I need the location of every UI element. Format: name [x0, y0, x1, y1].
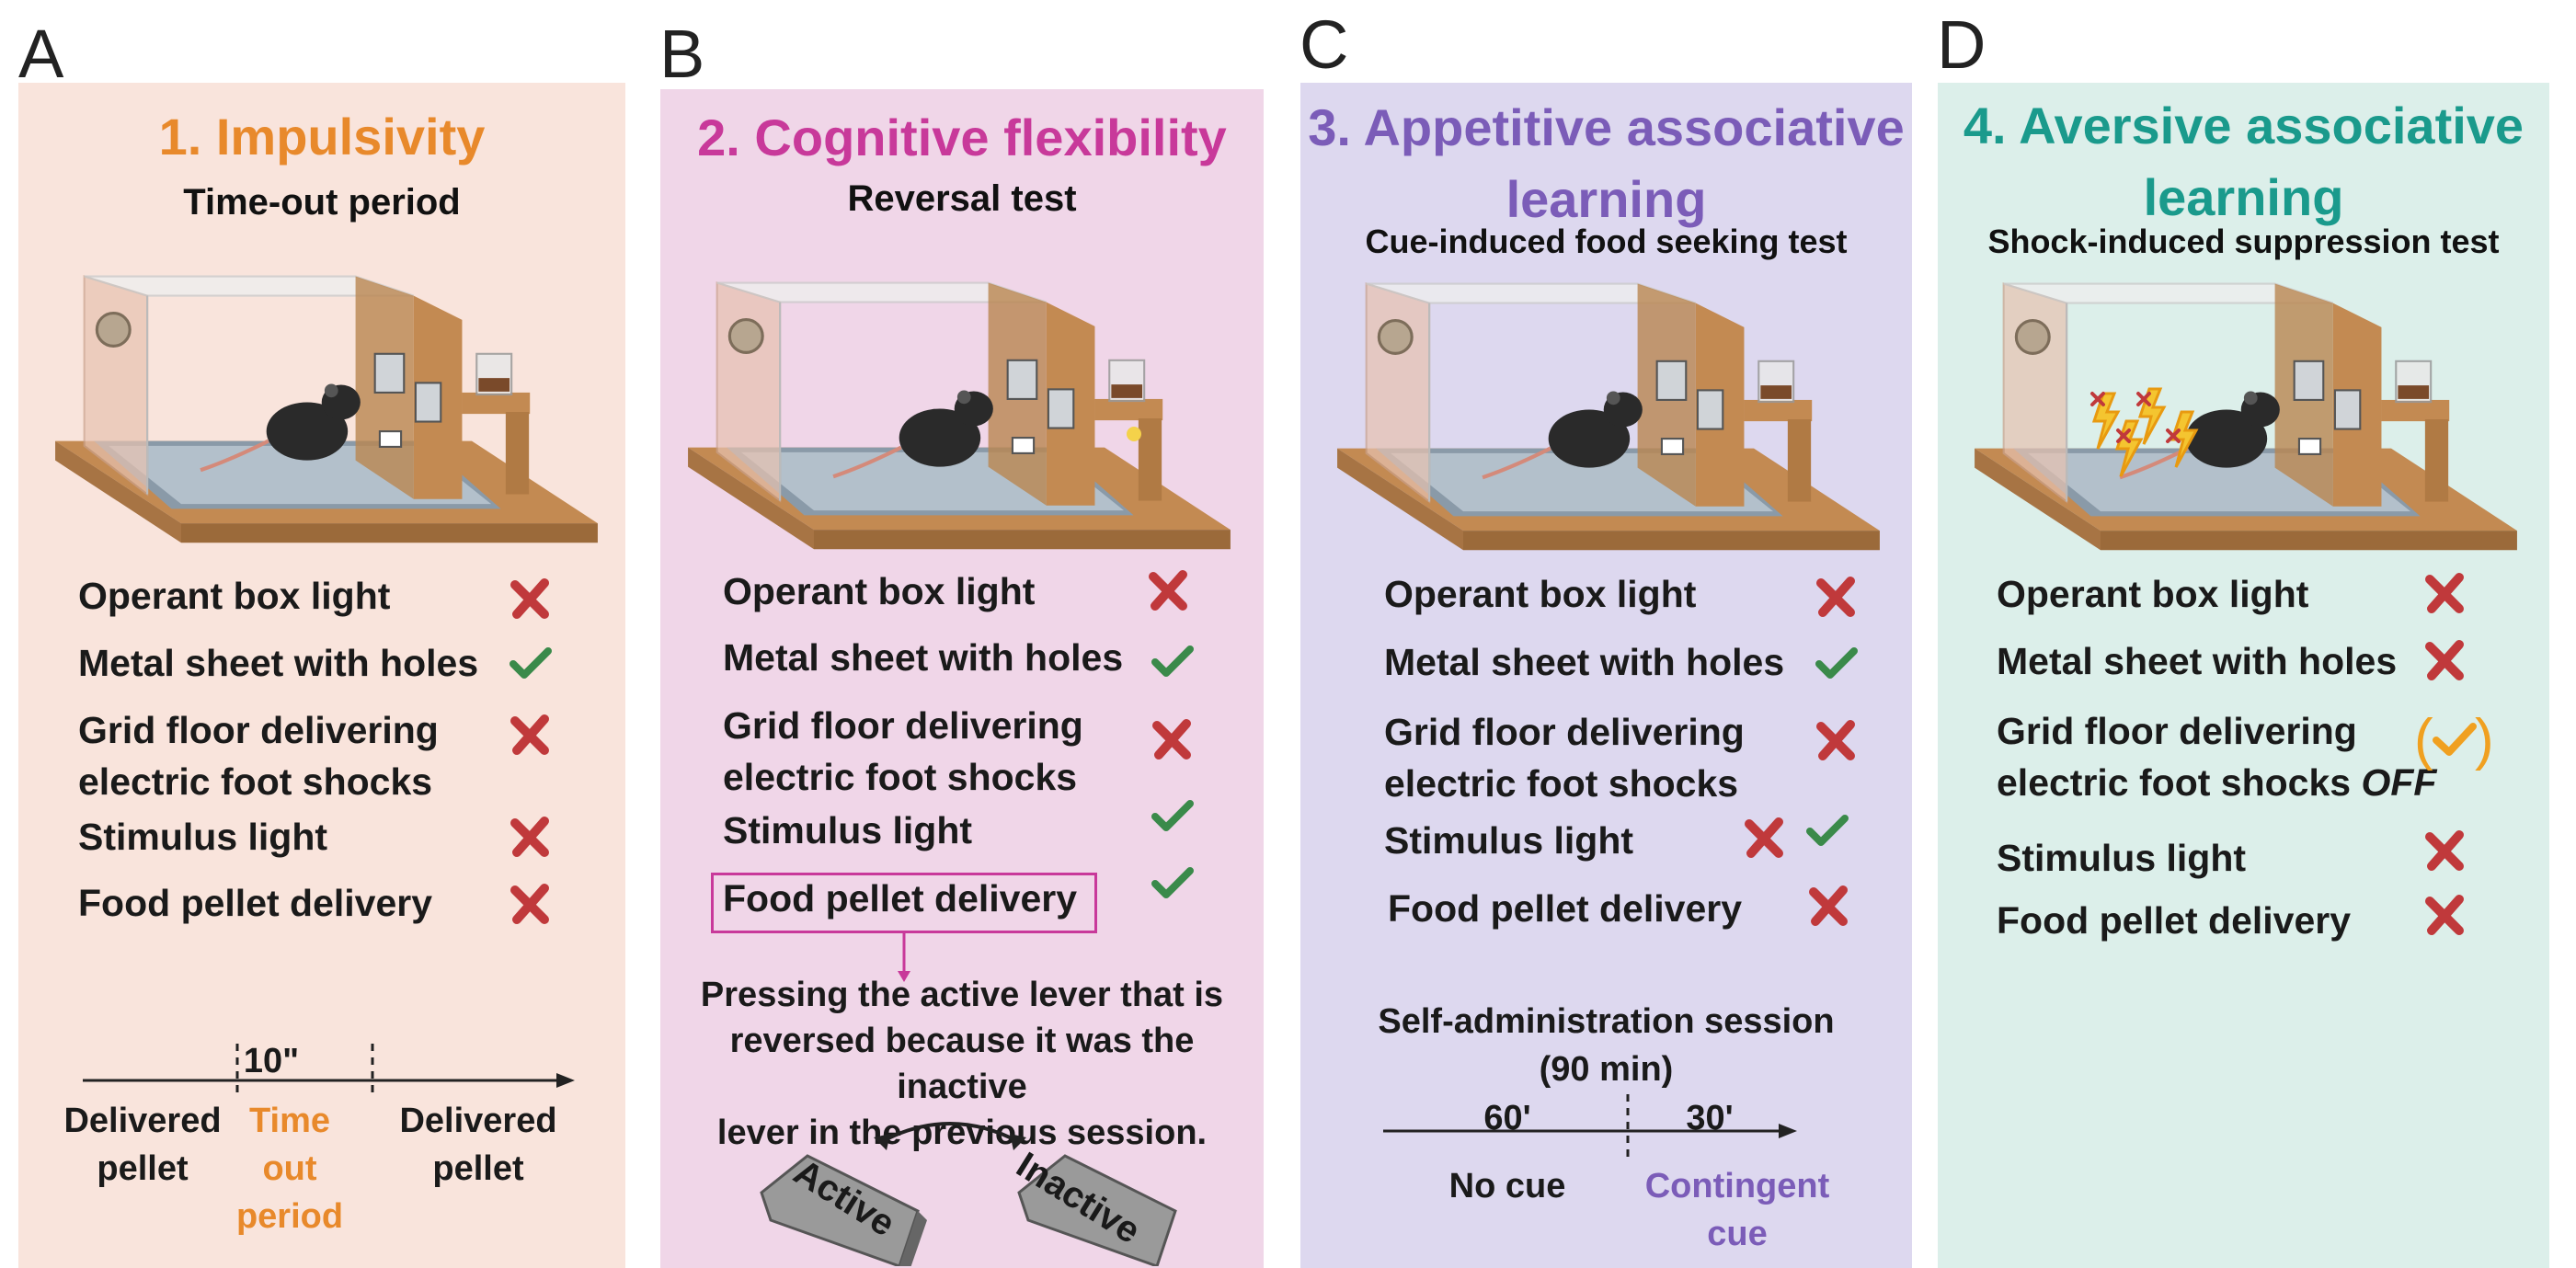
feature-operant-box-light: Operant box light: [1384, 573, 1697, 615]
cross-icon: [2422, 570, 2468, 616]
feature-operant-box-light: Operant box light: [723, 570, 1036, 612]
feature-metal-sheet: Metal sheet with holes: [1997, 640, 2398, 682]
session-label: Self-administration session (90 min): [1378, 1002, 1835, 1089]
feature-grid-floor: Grid floor delivering: [723, 704, 1083, 747]
delivered-pellet-left: Delivered pellet: [63, 1102, 222, 1188]
feature-stimulus-light: Stimulus light: [1997, 837, 2247, 879]
feature-grid-floor-line2: electric foot shocks: [78, 760, 433, 803]
cross-icon: [508, 576, 554, 622]
feature-food-pellet: Food pellet delivery: [723, 877, 1078, 920]
panel-appetitive-learning: 3. Appetitive associative learning Cue-i…: [1300, 83, 1912, 1268]
cross-icon: [508, 881, 554, 927]
feature-operant-box-light: Operant box light: [1997, 573, 2309, 615]
panel-letter-b: B: [659, 16, 705, 92]
check-icon: [1804, 807, 1850, 853]
cross-icon: [508, 814, 554, 860]
arrow-down-icon: [898, 931, 910, 982]
feature-food-pellet: Food pellet delivery: [1997, 899, 2352, 942]
panel-impulsivity: 1. Impulsivity Time-out period Operant b…: [18, 83, 625, 1268]
time-out-period-label: Time out period: [235, 1102, 344, 1236]
feature-metal-sheet: Metal sheet with holes: [78, 642, 479, 684]
cross-icon: [1742, 815, 1788, 861]
feature-grid-floor: Grid floor delivering: [78, 709, 439, 751]
panel-title: 4. Aversive associative learning: [1963, 97, 2524, 226]
panel-subtitle: Cue-induced food seeking test: [1365, 223, 1848, 260]
check-icon: [1150, 638, 1196, 684]
svg-text:(: (: [2414, 708, 2433, 771]
panel-letter-c: C: [1299, 6, 1349, 83]
feature-stimulus-light: Stimulus light: [1384, 819, 1634, 862]
cross-icon: [2422, 828, 2468, 874]
time-axis: [1383, 1094, 1797, 1159]
operant-chamber-illustration: [1337, 274, 1880, 565]
conditional-check-icon: ( ): [2414, 708, 2494, 771]
reversal-note: Pressing the active lever that is revers…: [700, 976, 1224, 1152]
cross-icon: [1806, 883, 1852, 929]
feature-grid-floor-line2: electric foot shocks: [1384, 762, 1739, 805]
panel-letter-a: A: [18, 16, 64, 92]
operant-chamber-illustration: [688, 273, 1231, 564]
cross-icon: [1814, 717, 1860, 763]
feature-grid-floor: Grid floor delivering: [1384, 711, 1745, 753]
feature-grid-floor-line2: electric foot shocks OFF: [1997, 761, 2437, 804]
cross-icon: [1814, 574, 1860, 620]
feature-stimulus-light: Stimulus light: [723, 809, 973, 851]
feature-grid-floor: Grid floor delivering: [1997, 710, 2357, 752]
check-icon: [1150, 793, 1196, 839]
check-icon: [508, 640, 554, 686]
no-cue-label: No cue: [1448, 1167, 1566, 1205]
operant-chamber-illustration: [1975, 274, 2517, 565]
feature-metal-sheet: Metal sheet with holes: [723, 636, 1124, 679]
feature-operant-box-light: Operant box light: [78, 575, 391, 617]
levers-illustration: [760, 1122, 1177, 1266]
delivered-pellet-right: Delivered pellet: [399, 1102, 557, 1188]
panel-subtitle: Shock-induced suppression test: [1987, 223, 2500, 260]
panel-subtitle: Reversal test: [847, 178, 1077, 219]
contingent-cue-label: Contingent cue: [1644, 1167, 1830, 1253]
panel-subtitle: Time-out period: [183, 182, 461, 223]
operant-chamber-illustration: [55, 267, 598, 557]
cue-duration: 30': [1686, 1099, 1734, 1137]
feature-metal-sheet: Metal sheet with holes: [1384, 641, 1785, 683]
cross-icon: [1146, 567, 1192, 613]
svg-text:): ): [2475, 708, 2494, 771]
no-cue-duration: 60': [1483, 1099, 1531, 1137]
panel-title: 1. Impulsivity: [158, 108, 486, 166]
check-icon: [1150, 860, 1196, 906]
duration-label: 10": [243, 1042, 300, 1080]
panel-title: 2. Cognitive flexibility: [697, 109, 1227, 166]
feature-grid-floor-line2: electric foot shocks: [723, 756, 1078, 798]
panel-letter-d: D: [1937, 6, 1986, 83]
panel-title: 3. Appetitive associative learning: [1308, 98, 1905, 228]
panel-aversive-learning: 4. Aversive associative learning Shock-i…: [1938, 83, 2549, 1268]
check-icon: [1814, 640, 1860, 686]
cross-icon: [1150, 716, 1196, 762]
panel-cognitive-flexibility: 2. Cognitive flexibility Reversal test O…: [660, 89, 1264, 1268]
cross-icon: [508, 712, 554, 758]
time-axis: [83, 1044, 575, 1099]
feature-food-pellet: Food pellet delivery: [1388, 887, 1743, 930]
feature-stimulus-light: Stimulus light: [78, 816, 328, 858]
cross-icon: [2422, 892, 2468, 938]
feature-food-pellet: Food pellet delivery: [78, 882, 433, 924]
cross-icon: [2422, 637, 2468, 683]
